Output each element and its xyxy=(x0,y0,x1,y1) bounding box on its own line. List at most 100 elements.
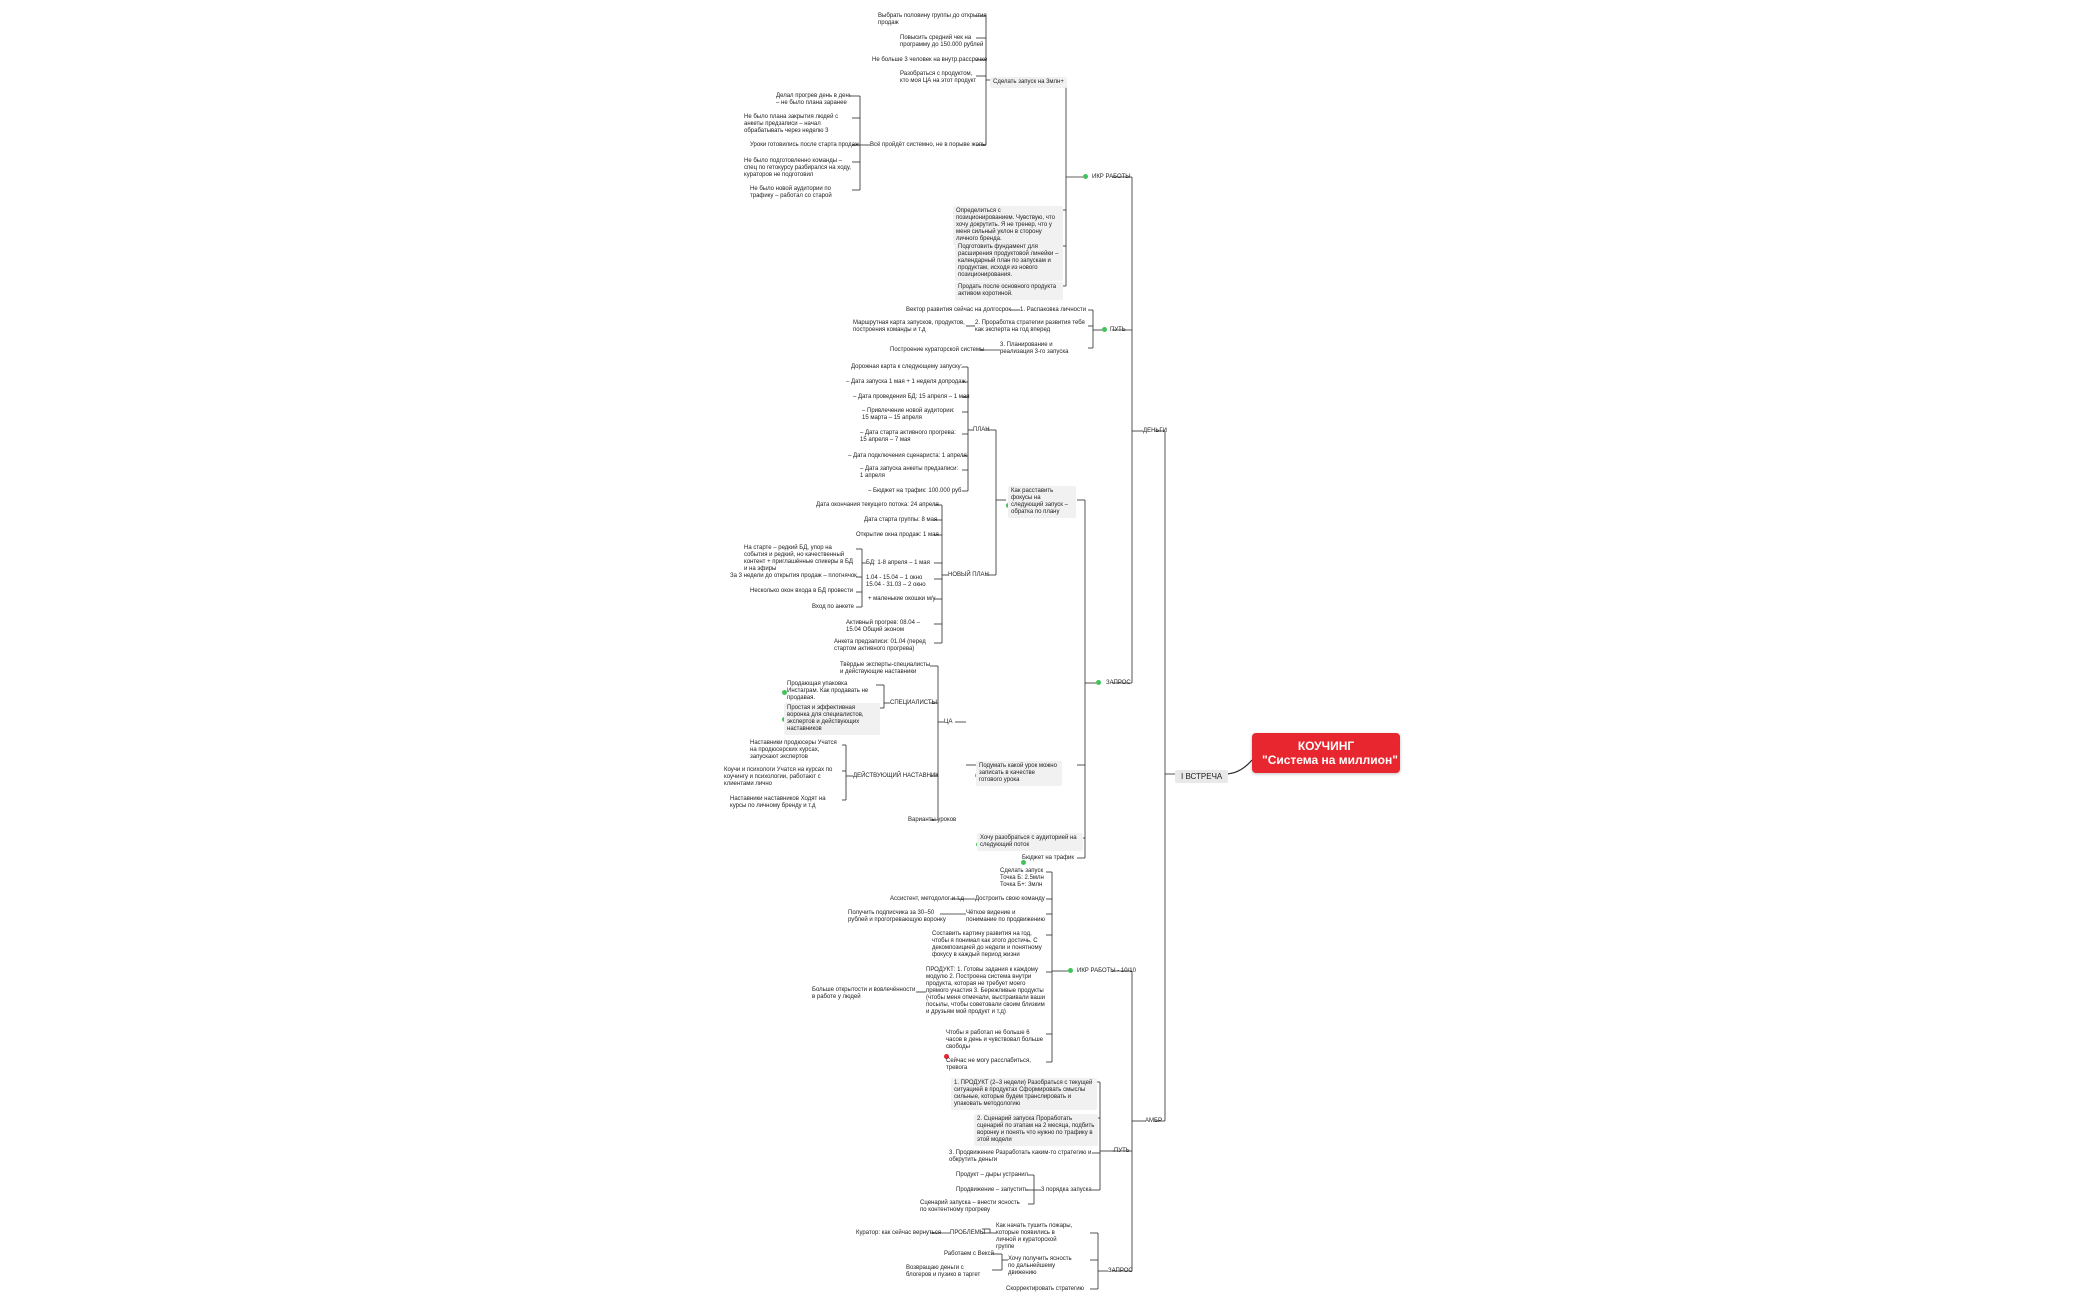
ikr2-relax[interactable]: Сейчас не могу расслабиться, тревога xyxy=(946,1058,1031,1071)
put-note[interactable]: Маршрутная карта запусков, продуктов, по… xyxy=(853,320,965,333)
new-plan-item[interactable]: БД: 1-8 апреля – 1 мая xyxy=(866,560,930,566)
ikr-side[interactable]: Определиться с позиционированием. Чувств… xyxy=(953,206,1063,245)
deyst-item[interactable]: Наставники наставников Ходят на курсы по… xyxy=(730,796,826,809)
new-plan-item[interactable]: Открытие окна продаж: 1 мая xyxy=(856,532,939,538)
ikr-problem[interactable]: Уроки готовились после старта продаж xyxy=(750,142,859,148)
status-marker xyxy=(1083,174,1088,179)
status-marker xyxy=(1021,860,1026,865)
branch-zapros-1[interactable]: ЗАПРОС xyxy=(1106,680,1131,686)
new-plan-item[interactable]: + маленькие окошки м/у xyxy=(868,596,936,602)
ikr-problem[interactable]: Не было новой аудитории по трафику – раб… xyxy=(750,186,832,199)
deyst-label[interactable]: ДЕЙСТВУЮЩИЙ НАСТАВНИК xyxy=(853,773,939,779)
ikr-side[interactable]: Продать после основного продукта активом… xyxy=(955,282,1063,300)
plan-item[interactable]: – Дата проведения БД: 15 апреля – 1 мая xyxy=(853,394,970,400)
ikr2-item[interactable]: Составить картину развития на год, чтобы… xyxy=(932,931,1042,958)
problemy-note[interactable]: Куратор: как сейчас вернуться xyxy=(856,1230,942,1236)
status-marker xyxy=(782,690,787,695)
new-plan-item[interactable]: Вход по анкете xyxy=(812,604,854,610)
ikr2-note[interactable]: Ассистент, методолог и т.д xyxy=(890,896,964,902)
podumat[interactable]: Подумать какой урок можно записать в кач… xyxy=(976,761,1062,786)
put2-poryadok-item[interactable]: Продвижение – запустить xyxy=(956,1187,1029,1193)
new-plan-item[interactable]: Активный прогрев: 08.04 – 15.04 Общий эк… xyxy=(846,620,920,633)
put2-poryadok[interactable]: 3 порядка запуска xyxy=(1041,1187,1092,1193)
spec-label[interactable]: СПЕЦИАЛИСТЫ xyxy=(890,700,937,706)
ikr-sistemno[interactable]: Всё пройдёт системно, не в порыве жопы xyxy=(870,142,987,148)
spec-item[interactable]: Простая и эффективная воронка для специа… xyxy=(784,703,880,735)
zapros2-hochu-item[interactable]: Работаем с Вексй xyxy=(944,1251,994,1257)
plan-item[interactable]: – Дата запуска 1 мая + 1 неделя допродаж xyxy=(846,379,966,385)
new-plan-item[interactable]: Дата старта группы: 8 мая xyxy=(864,517,938,523)
zapros2-hochu-item[interactable]: Возвращаю деньги с блогеров и пузико в т… xyxy=(906,1265,981,1278)
ca-label[interactable]: ЦА xyxy=(944,719,953,725)
plan-item[interactable]: – Дата подключения сценариста: 1 апреля xyxy=(848,453,967,459)
status-marker xyxy=(1096,680,1101,685)
ikr2-note[interactable]: Получить подписчика за 30–50 рублей и пр… xyxy=(848,910,946,923)
new-plan-note[interactable]: Несколько окон входа в БД провести xyxy=(750,588,854,594)
plan-item[interactable]: – Бюджет на трафик: 100.000 руб xyxy=(868,488,962,494)
branch-zapros-2[interactable]: ЗАПРОС xyxy=(1108,1268,1133,1274)
put-vector[interactable]: 3. Планирование и реализация 3-го запуск… xyxy=(1000,342,1069,355)
put-note[interactable]: Вектор развития сейчас на долгосрок xyxy=(906,307,1011,313)
root-title: КОУЧИНГ xyxy=(1297,739,1355,753)
status-marker xyxy=(1068,968,1073,973)
new-plan-note[interactable]: На старте – редкий БД, упор на события и… xyxy=(744,545,853,572)
zapros2-hochu[interactable]: Хочу получить ясность по дальнейшему дви… xyxy=(1008,1256,1072,1276)
branch-ikr-1[interactable]: ИКР РАБОТЫ xyxy=(1092,174,1131,180)
new-plan-note[interactable]: За 3 недели до открытия продаж – плотняч… xyxy=(730,573,857,579)
root-node[interactable]: КОУЧИНГ "Система на миллион" xyxy=(1252,733,1400,773)
ikr2-item[interactable]: Сделать запуск Точка Б: 2.5млн Точка Б+:… xyxy=(1000,868,1044,888)
connector xyxy=(1224,759,1253,775)
ikr2-item[interactable]: ПРОДУКТ: 1. Готовы задания к каждому мод… xyxy=(926,967,1045,1015)
branch-put-1[interactable]: ПУТЬ xyxy=(1110,327,1126,333)
ikr-problem[interactable]: Не было плана закрытия людей с анкеты пр… xyxy=(744,114,839,134)
status-marker-alert xyxy=(944,1054,949,1059)
ikr-problem[interactable]: Делал прогрев день в день – не было план… xyxy=(776,93,852,106)
ikr-problem[interactable]: Не было подготовленно команды – спец по … xyxy=(744,158,851,178)
problemy-label[interactable]: ПРОБЛЕМЫ xyxy=(950,1230,986,1236)
put2-item[interactable]: 3. Продвижение Разработать каким-то стра… xyxy=(949,1150,1092,1163)
ikr2-item[interactable]: Чёткое видение и понимание по продвижени… xyxy=(966,910,1045,923)
varianty[interactable]: Варианты уроков xyxy=(908,817,957,823)
ikr-zapusk[interactable]: Сделать запуск на 3млн+ xyxy=(990,77,1067,88)
ikr-item[interactable]: Не больше 3 человек на внутр.рассрочке xyxy=(872,57,988,63)
plan-item[interactable]: – Дата запуска анкеты предзаписи: 1 апре… xyxy=(860,466,959,479)
put2-item[interactable]: 1. ПРОДУКТ (2–3 недели) Разобраться с те… xyxy=(951,1078,1097,1110)
budzhet-trafik[interactable]: Бюджет на трафик xyxy=(1022,855,1075,861)
plan-item[interactable]: – Привлечение новой аудитории: 15 марта … xyxy=(862,408,955,421)
ikr2-item[interactable]: Чтобы я работал не больше 6 часов в день… xyxy=(946,1030,1044,1050)
problemy-item[interactable]: Как начать тушить пожары, которые появил… xyxy=(996,1223,1073,1250)
deyst-item[interactable]: Коучи и психологи Учатся на курсах по ко… xyxy=(724,767,833,787)
plan-label[interactable]: ПЛАН xyxy=(973,427,990,433)
branch-dengi[interactable]: ДЕНЬГИ xyxy=(1143,428,1167,434)
plan-item[interactable]: – Дата старта активного прогрева: 15 апр… xyxy=(860,430,956,443)
put-vector[interactable]: 2. Проработка стратегии развития тебя ка… xyxy=(975,320,1085,333)
put2-scenario[interactable]: Сценарий запуска – внести ясность по кон… xyxy=(920,1200,1020,1213)
new-plan-item[interactable]: Анкета предзаписи: 01.04 (перед стартом … xyxy=(834,639,926,652)
ikr-item[interactable]: Повысить средний чек на программу до 150… xyxy=(900,35,984,48)
put2-item[interactable]: 2. Сценарий запуска Проработать сценарий… xyxy=(974,1114,1098,1146)
ikr-item[interactable]: Разобраться с продуктом, кто моя ЦА на э… xyxy=(900,71,977,84)
branch-ambr[interactable]: АМБР xyxy=(1145,1118,1162,1124)
put-note[interactable]: Построение кураторской системы xyxy=(890,347,985,353)
new-plan-label[interactable]: НОВЫЙ ПЛАН xyxy=(948,572,989,578)
branch-ikr-2[interactable]: ИКР РАБОТЫ - 10/10 xyxy=(1077,968,1136,974)
new-plan-item[interactable]: 1.04 - 15.04 – 1 окно 15.04 - 31.03 – 2 … xyxy=(866,575,926,588)
ikr-item[interactable]: Выбрать половину группы до открытия прод… xyxy=(878,13,987,26)
hub-node[interactable]: I ВСТРЕЧА xyxy=(1175,770,1229,783)
status-marker xyxy=(1102,327,1107,332)
put2-poryadok-item[interactable]: Продукт – дыры устранил xyxy=(956,1172,1029,1178)
ikr2-note[interactable]: Больше открытости и вовлечённости в рабо… xyxy=(812,987,916,1000)
hochu-auditoriya[interactable]: Хочу разобраться с аудиторией на следующ… xyxy=(977,833,1083,851)
ikr2-item[interactable]: Достроить свою команду xyxy=(975,896,1045,902)
new-plan-item[interactable]: Дата окончания текущего потока: 24 апрел… xyxy=(816,502,939,508)
plan-rasstavit[interactable]: Как расставить фокусы на следующий запус… xyxy=(1008,486,1076,518)
zapros2-strategiya[interactable]: Скорректировать стратегию xyxy=(1006,1286,1085,1292)
branch-put-2[interactable]: ПУТЬ xyxy=(1114,1148,1130,1154)
ikr-side[interactable]: Подготовить фундамент для расширения про… xyxy=(955,242,1063,281)
tverdye[interactable]: Твёрдые эксперты-специалисты и действующ… xyxy=(840,662,931,675)
spec-item[interactable]: Продающая упаковка Инстаграм. Как продав… xyxy=(787,681,869,701)
plan-item[interactable]: Дорожная карта к следующему запуску: xyxy=(851,364,963,370)
put-vector[interactable]: 1. Распаковка личности xyxy=(1020,307,1087,313)
deyst-item[interactable]: Наставники продюсеры Учатся на продюсерс… xyxy=(750,740,837,760)
